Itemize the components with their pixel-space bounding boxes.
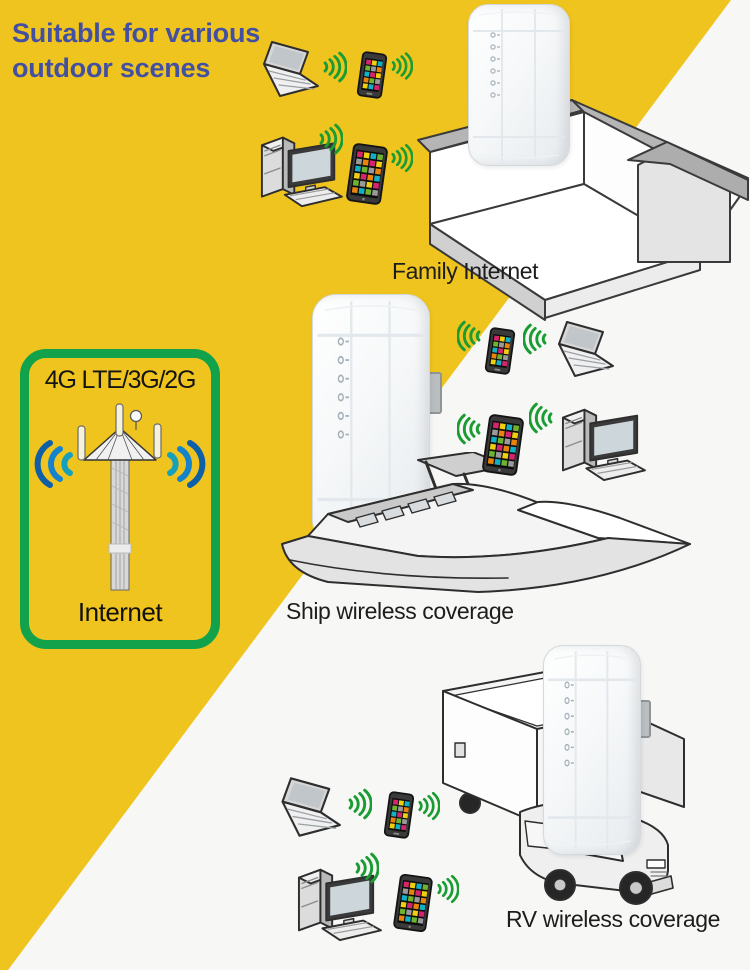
cpe-front-panel xyxy=(469,5,569,165)
wifi-signal-icon xyxy=(523,319,549,359)
scene-caption-family: Family Internet xyxy=(392,258,539,284)
wifi-signal-icon xyxy=(346,785,372,823)
laptop-icon xyxy=(256,40,320,98)
wifi-signal-icon xyxy=(457,411,483,447)
scene-caption-rv: RV wireless coverage xyxy=(506,906,721,932)
network-standards-label: 4G LTE/3G/2G xyxy=(44,366,197,394)
wifi-signal-icon xyxy=(321,48,347,86)
scene-caption-ship: Ship wireless coverage xyxy=(286,598,514,624)
outdoor-cpe-device-rv xyxy=(543,645,641,855)
wifi-signal-icon xyxy=(317,121,343,157)
internet-label: Internet xyxy=(77,597,163,627)
cpe-front-panel xyxy=(544,646,640,854)
wifi-signal-icon xyxy=(416,789,440,823)
poster-title-line1: Suitable for various xyxy=(12,18,261,48)
tower-signal-arcs xyxy=(34,440,206,488)
laptop-icon xyxy=(551,320,615,378)
wifi-signal-icon xyxy=(457,317,483,355)
boat-illustration xyxy=(281,452,691,593)
poster-title-line2: outdoor scenes xyxy=(12,52,211,83)
outdoor-cpe-device-family xyxy=(468,4,570,166)
wifi-signal-icon xyxy=(389,50,413,82)
wifi-signal-icon xyxy=(389,141,413,175)
wifi-signal-icon xyxy=(353,850,379,886)
wifi-signal-icon xyxy=(529,399,555,437)
poster-title: Suitable for various outdoor scenes xyxy=(12,16,260,85)
house-illustration xyxy=(417,99,749,321)
internet-source-box: 4G LTE/3G/2G Internet xyxy=(20,349,220,649)
cell-tower-icon xyxy=(34,403,206,591)
laptop-icon xyxy=(274,776,342,838)
wifi-signal-icon xyxy=(435,872,459,906)
desktop-computer-icon xyxy=(556,402,648,484)
